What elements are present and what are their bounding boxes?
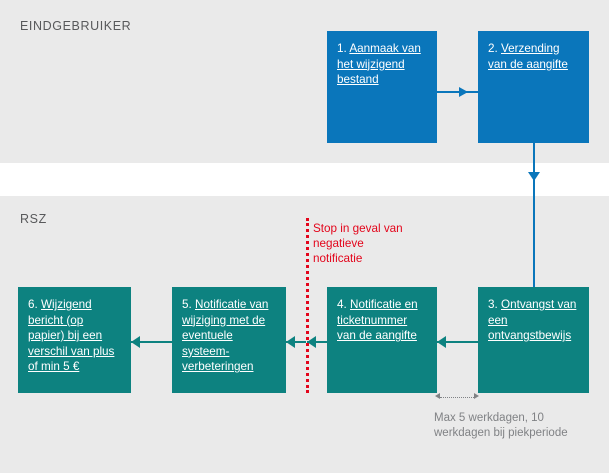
- process-box-2-number: 2.: [488, 42, 498, 55]
- process-box-3-number: 3.: [488, 298, 498, 311]
- process-box-2-link[interactable]: Verzending van de aangifte: [488, 42, 568, 71]
- process-box-1-link[interactable]: Aanmaak van het wijzigend bestand: [337, 42, 421, 87]
- process-box-4-number: 4.: [337, 298, 347, 311]
- process-box-6[interactable]: 6. Wijzigend bericht (op papier) bij een…: [18, 287, 131, 393]
- process-box-3[interactable]: 3. Ontvangst van een ontvangstbewijs: [478, 287, 589, 393]
- connector-box3-to-box4: [437, 341, 478, 343]
- process-box-1[interactable]: 1. Aanmaak van het wijzigend bestand: [327, 31, 437, 143]
- process-box-3-link[interactable]: Ontvangst van een ontvangstbewijs: [488, 298, 577, 343]
- connector-box2-to-box3: [533, 143, 535, 287]
- duration-note-text: Max 5 werkdagen, 10 werkdagen bij piekpe…: [434, 412, 568, 440]
- arrowhead-down-box2-to-box3: [528, 172, 540, 181]
- stop-divider-line: [306, 218, 309, 393]
- connector-stopline-to-box5: [286, 341, 306, 343]
- process-box-5[interactable]: 5. Notificatie van wijziging met de even…: [172, 287, 286, 393]
- arrowhead-right-box1-to-box2: [459, 87, 468, 97]
- duration-arrow-left-icon: [435, 393, 440, 399]
- stop-note-text: Stop in geval van negatieve notificatie: [313, 222, 403, 266]
- duration-span-line: [440, 397, 474, 398]
- process-box-6-number: 6.: [28, 298, 38, 311]
- swimlane-label-rsz: RSZ: [20, 212, 47, 226]
- arrowhead-left-box5-to-box6: [131, 336, 140, 348]
- process-box-1-number: 1.: [337, 42, 347, 55]
- duration-arrow-right-icon: [474, 393, 479, 399]
- arrowhead-left-box4-to-stopline: [307, 336, 316, 348]
- connector-box4-to-stopline: [307, 341, 327, 343]
- connector-box5-to-box6: [131, 341, 172, 343]
- process-box-4-link[interactable]: Notificatie en ticketnummer van de aangi…: [337, 298, 418, 343]
- swimlane-label-eindgebruiker: EINDGEBRUIKER: [20, 19, 132, 33]
- process-box-6-link[interactable]: Wijzigend bericht (op papier) bij een ve…: [28, 298, 115, 374]
- arrowhead-left-box3-to-box4: [437, 336, 446, 348]
- arrowhead-left-stopline-to-box5: [286, 336, 295, 348]
- process-box-4[interactable]: 4. Notificatie en ticketnummer van de aa…: [327, 287, 437, 393]
- connector-box1-to-box2: [437, 91, 478, 93]
- process-box-5-link[interactable]: Notificatie van wijziging met de eventue…: [182, 298, 269, 374]
- process-box-5-number: 5.: [182, 298, 192, 311]
- process-box-2[interactable]: 2. Verzending van de aangifte: [478, 31, 589, 143]
